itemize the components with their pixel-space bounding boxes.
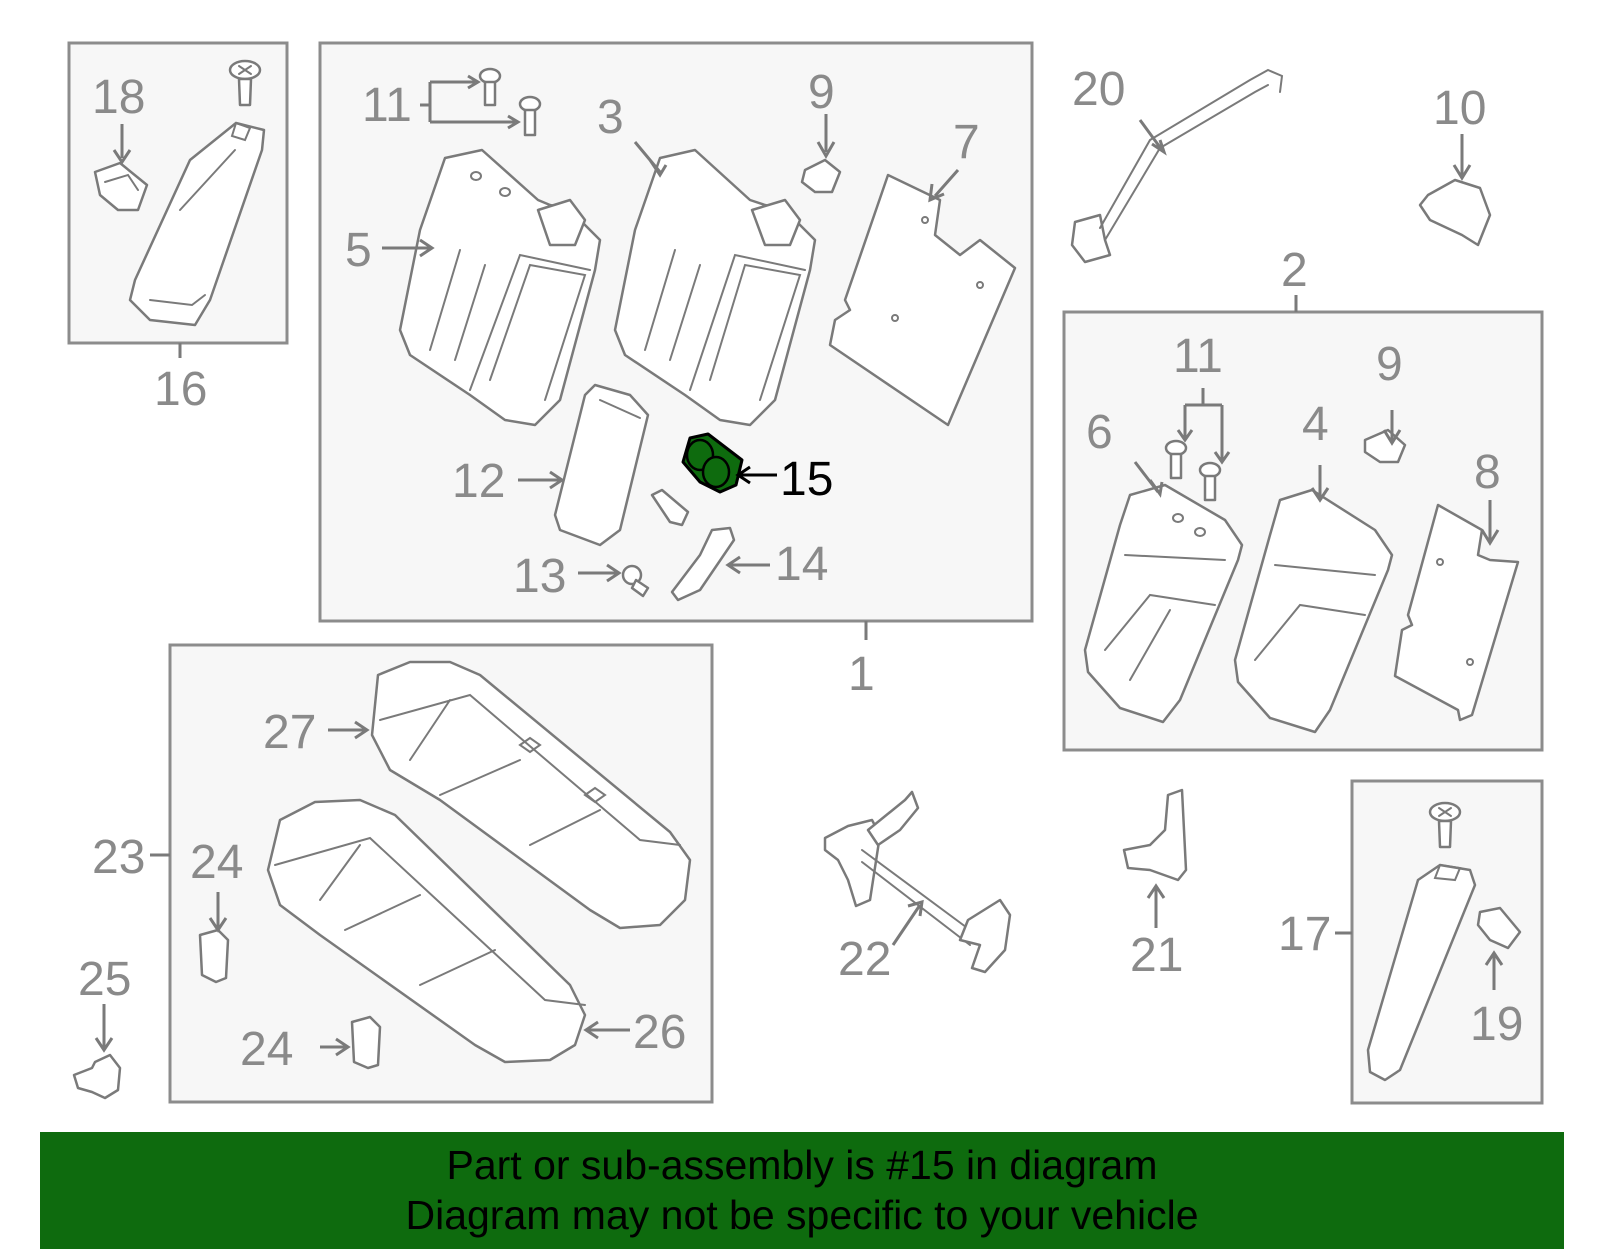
callout-8: 8 — [1474, 446, 1501, 499]
callout-15: 15 — [780, 453, 833, 506]
part-26-cushion — [266, 798, 587, 1064]
part-20-bar — [1070, 68, 1284, 264]
part-7-panel — [828, 173, 1017, 427]
callout-17: 17 — [1278, 908, 1331, 961]
callout-23: 23 — [92, 831, 145, 884]
leader-lines — [94, 74, 1504, 1057]
callout-2: 2 — [1281, 244, 1308, 297]
footer-banner: Part or sub-assembly is #15 in diagram D… — [40, 1132, 1564, 1249]
callout-9a: 9 — [808, 66, 835, 119]
part-12-pad — [553, 383, 650, 547]
callout-11a: 11 — [362, 79, 412, 132]
callout-24a: 24 — [190, 836, 243, 889]
callout-18: 18 — [92, 71, 145, 124]
callout-3: 3 — [597, 91, 624, 144]
callout-22: 22 — [838, 933, 891, 986]
part-27-cushion — [370, 660, 692, 930]
footer-line-1: Part or sub-assembly is #15 in diagram — [446, 1142, 1158, 1188]
part-11-bolts-2 — [1164, 439, 1222, 502]
part-6-seatback — [1083, 483, 1244, 724]
callout-11b: 11 — [1173, 330, 1223, 383]
callout-13: 13 — [513, 550, 566, 603]
part-19-clip — [1476, 906, 1522, 950]
callout-4: 4 — [1302, 398, 1329, 451]
part-11-bolts — [478, 67, 542, 137]
callout-6: 6 — [1086, 406, 1113, 459]
part-13-grommet — [621, 564, 650, 598]
callout-10: 10 — [1433, 82, 1486, 135]
callout-26: 26 — [633, 1006, 686, 1059]
part-screw-16 — [228, 59, 262, 107]
callout-12: 12 — [452, 455, 505, 508]
part-bolt-1 — [650, 488, 690, 527]
part-9-clip — [800, 158, 842, 194]
part-3-seatback — [613, 148, 817, 427]
callout-16: 16 — [154, 363, 207, 416]
part-14-bracket — [670, 526, 736, 602]
part-21-bracket — [1122, 788, 1188, 882]
callout-21: 21 — [1130, 929, 1183, 982]
part-10-cap — [1418, 178, 1492, 247]
callout-1: 1 — [848, 648, 875, 701]
callout-24b: 24 — [240, 1023, 293, 1076]
part-8-panel — [1393, 503, 1520, 722]
callout-27: 27 — [263, 706, 316, 759]
part-4-seatback — [1233, 488, 1394, 734]
callout-5: 5 — [345, 224, 372, 277]
callout-25: 25 — [78, 953, 131, 1006]
callout-19: 19 — [1470, 998, 1523, 1051]
footer-line-2: Diagram may not be specific to your vehi… — [405, 1192, 1199, 1238]
part-18-clip — [93, 161, 149, 212]
callouts: 1 2 3 4 5 6 7 8 9 9 10 11 11 12 13 14 15… — [78, 63, 1523, 1076]
part-15-highlighted — [681, 432, 744, 494]
callout-14: 14 — [775, 538, 828, 591]
callout-20: 20 — [1072, 63, 1125, 116]
part-17-side-trim — [1366, 863, 1477, 1082]
callout-7: 7 — [953, 116, 980, 169]
callout-9b: 9 — [1376, 338, 1403, 391]
part-screw-17 — [1428, 801, 1462, 849]
part-16-side-trim — [128, 121, 266, 327]
part-5-seatback — [398, 148, 602, 427]
part-25-clip — [72, 1053, 122, 1100]
